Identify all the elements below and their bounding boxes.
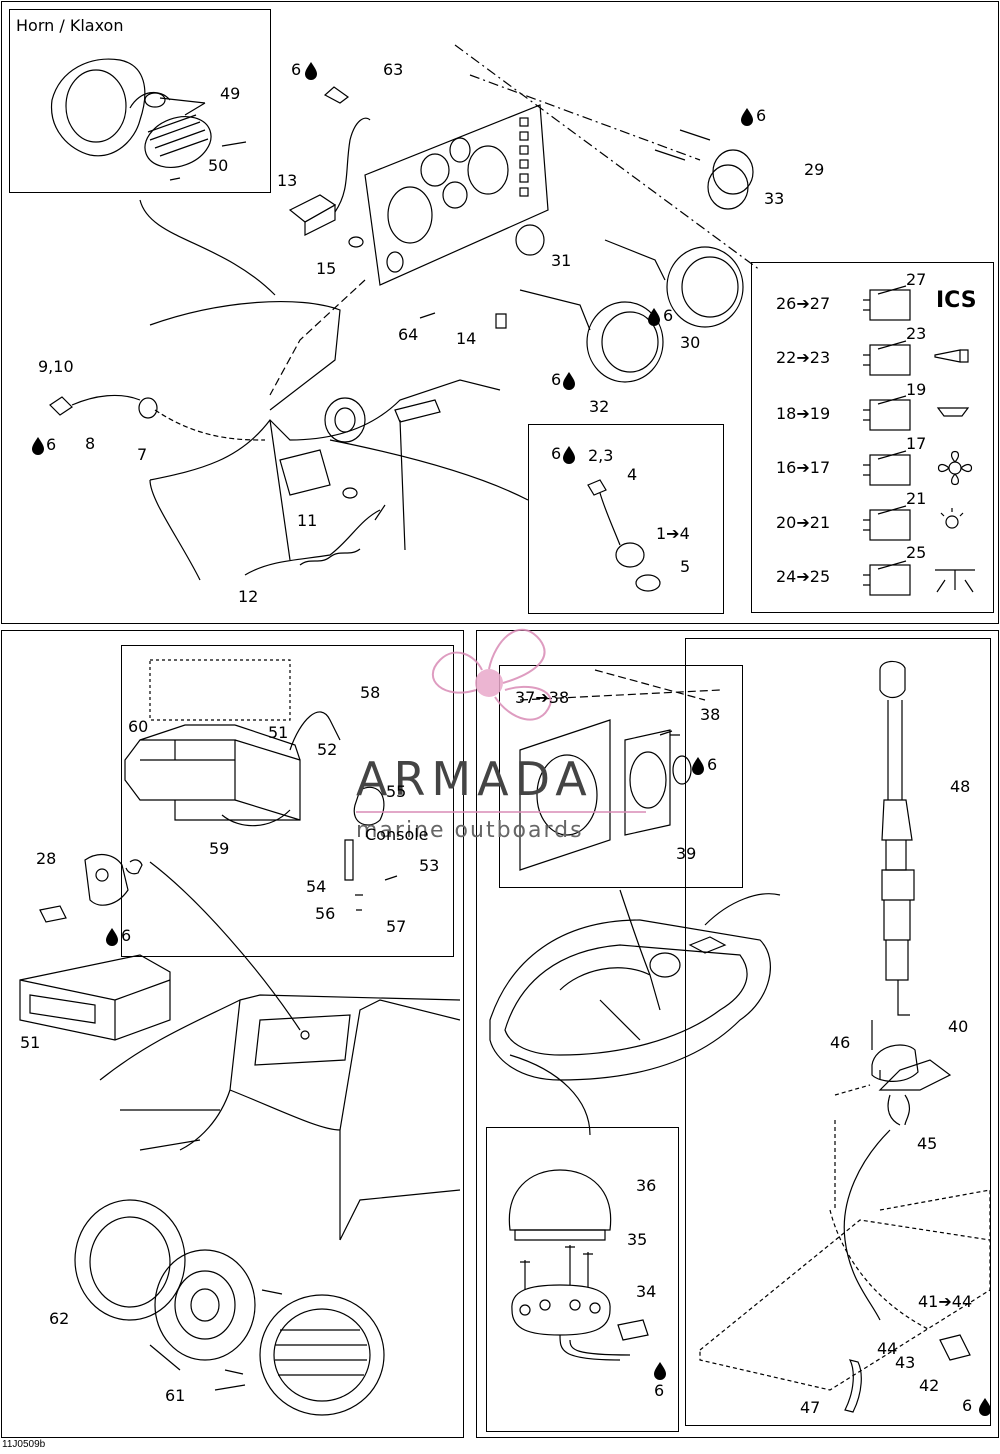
part-label: 34 [636,1282,657,1301]
part-label: 63 [383,60,404,79]
part-label: 6 [551,444,562,463]
part-label: 31 [551,251,572,270]
part-label: 60 [128,717,149,736]
part-label: 14 [456,329,477,348]
part-label: 6 [654,1381,665,1400]
part-label: 52 [317,740,338,759]
legend-label: 23 [906,324,927,343]
part-label: 30 [680,333,701,352]
legend-label: 16➔17 [776,458,831,477]
part-label: 33 [764,189,785,208]
part-label: 13 [277,171,298,190]
part-label: 11 [297,511,318,530]
ignition-inset [528,424,724,614]
part-label: 40 [948,1017,969,1036]
legend-label: 22➔23 [776,348,831,367]
part-label: 6 [46,435,57,454]
part-label: 64 [398,325,419,344]
legend-label: 24➔25 [776,567,831,586]
legend-label: 25 [906,543,927,562]
ics-label: ICS [936,288,977,313]
horn-inset [9,9,271,193]
part-label: 38 [700,705,721,724]
part-label: 6 [756,106,767,125]
legend-label: 20➔21 [776,513,831,532]
nav-light-inset [486,1127,679,1432]
part-label: 37➔38 [515,688,570,707]
part-label: 61 [165,1386,186,1405]
part-label: 44 [877,1339,898,1358]
part-label: 58 [360,683,381,702]
part-label: 39 [676,844,697,863]
legend-label: 18➔19 [776,404,831,423]
part-label: 28 [36,849,57,868]
watermark-tagline: marine outboards [356,818,584,843]
legend-label: 17 [906,434,927,453]
part-label: 6 [551,370,562,389]
part-label: 51 [20,1033,41,1052]
part-label: 6 [663,306,674,325]
part-label: 6 [291,60,302,79]
part-label: 6 [121,926,132,945]
horn-inset-title: Horn / Klaxon [16,16,124,35]
part-label: 6 [962,1396,973,1415]
part-label: 41➔44 [918,1292,973,1311]
part-label: 53 [419,856,440,875]
part-label: 8 [85,434,96,453]
part-label: 15 [316,259,337,278]
part-label: 9,10 [38,357,74,376]
part-label: 55 [386,782,407,801]
part-label: 7 [137,445,148,464]
part-label: 50 [208,156,229,175]
legend-label: 21 [906,489,927,508]
part-label: 48 [950,777,971,796]
part-label: 54 [306,877,327,896]
part-label: 1➔4 [656,524,690,543]
part-label: 29 [804,160,825,179]
part-label: 46 [830,1033,851,1052]
part-label: 47 [800,1398,821,1417]
part-label: 35 [627,1230,648,1249]
part-label: 2,3 [588,446,614,465]
part-label: 36 [636,1176,657,1195]
part-label: 42 [919,1376,940,1395]
part-label: 59 [209,839,230,858]
part-label: 49 [220,84,241,103]
part-label: 6 [707,755,718,774]
part-label: 4 [627,465,638,484]
part-label: 32 [589,397,610,416]
legend-label: 27 [906,270,927,289]
part-label: 56 [315,904,336,923]
part-label: 45 [917,1134,938,1153]
console-label: Console [365,825,429,844]
legend-label: 19 [906,380,927,399]
part-label: 5 [680,557,691,576]
switch-legend-inset [751,262,994,613]
diagram-code: 11J0509b [2,1439,46,1450]
watermark-brand: ARMADA [356,752,593,806]
part-label: 43 [895,1353,916,1372]
part-label: 57 [386,917,407,936]
gauge-plate-inset [499,665,743,888]
part-label: 62 [49,1309,70,1328]
legend-label: 26➔27 [776,294,831,313]
part-label: 51 [268,723,289,742]
part-label: 12 [238,587,259,606]
